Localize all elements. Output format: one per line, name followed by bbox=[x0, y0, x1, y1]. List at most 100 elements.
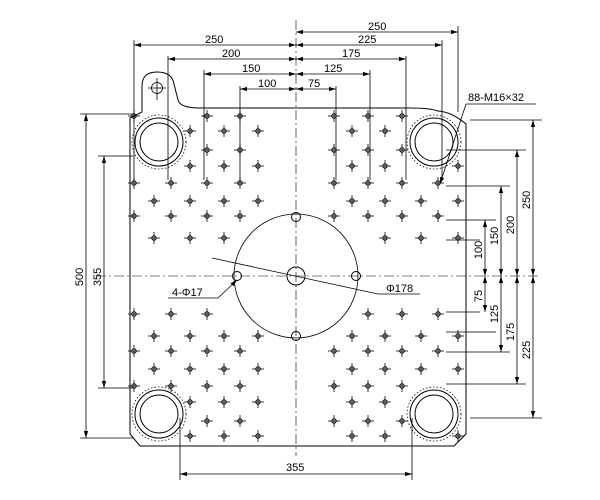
tapped-hole bbox=[415, 363, 427, 375]
tapped-hole bbox=[128, 308, 140, 320]
tapped-hole bbox=[328, 345, 340, 357]
dim-top-250-right: 250 bbox=[368, 21, 386, 33]
tapped-hole bbox=[415, 232, 427, 244]
tapped-hole bbox=[165, 177, 177, 189]
bottom-dimensions: 355 bbox=[179, 418, 413, 480]
tapped-hole bbox=[218, 160, 230, 172]
callout-center-circle-label: Φ178 bbox=[386, 283, 413, 295]
tapped-hole bbox=[396, 177, 408, 189]
tapped-hole bbox=[362, 144, 374, 156]
center-hole bbox=[286, 266, 306, 286]
tapped-hole bbox=[379, 363, 391, 375]
dim-top-200: 200 bbox=[222, 48, 240, 60]
tapped-hole bbox=[346, 363, 358, 375]
tapped-hole bbox=[452, 195, 464, 207]
tapped-hole bbox=[128, 210, 140, 222]
tapped-hole bbox=[432, 345, 444, 357]
tie-bar-hole-top-left bbox=[131, 114, 187, 170]
dim-left-500: 500 bbox=[74, 268, 86, 286]
through-hole-top bbox=[291, 212, 301, 222]
tapped-hole bbox=[379, 195, 391, 207]
tapped-hole bbox=[252, 396, 264, 408]
dim-right-250: 250 bbox=[521, 191, 533, 209]
tapped-hole bbox=[184, 430, 196, 442]
tapped-hole bbox=[362, 345, 374, 357]
tie-bar-hole-bottom-right bbox=[406, 386, 462, 442]
tapped-hole bbox=[328, 110, 340, 122]
dim-top-175: 175 bbox=[342, 48, 360, 60]
tapped-hole bbox=[201, 345, 213, 357]
tapped-hole bbox=[201, 177, 213, 189]
tapped-hole bbox=[184, 195, 196, 207]
tapped-hole bbox=[252, 195, 264, 207]
tapped-hole bbox=[148, 330, 160, 342]
callout-tapped-holes: 88-M16×32 bbox=[439, 92, 536, 185]
dim-top-250-left: 250 bbox=[205, 34, 223, 46]
tapped-hole bbox=[165, 345, 177, 357]
callout-center-circle: Φ178 bbox=[211, 257, 420, 295]
tapped-hole bbox=[201, 144, 213, 156]
tapped-hole bbox=[252, 330, 264, 342]
tapped-hole bbox=[148, 363, 160, 375]
tapped-hole bbox=[328, 144, 340, 156]
tapped-hole bbox=[328, 177, 340, 189]
tapped-hole bbox=[346, 195, 358, 207]
tapped-hole bbox=[184, 330, 196, 342]
dim-right-225: 225 bbox=[521, 341, 533, 359]
dim-bottom-355: 355 bbox=[286, 462, 304, 474]
dim-top-150: 150 bbox=[242, 63, 260, 75]
lifting-eye bbox=[148, 78, 166, 100]
tapped-hole bbox=[362, 177, 374, 189]
tapped-hole bbox=[396, 345, 408, 357]
through-hole-right bbox=[351, 271, 361, 281]
tapped-hole bbox=[396, 415, 408, 427]
tapped-hole bbox=[452, 232, 464, 244]
tapped-hole bbox=[218, 232, 230, 244]
tapped-hole bbox=[379, 430, 391, 442]
tapped-hole bbox=[252, 125, 264, 137]
tapped-hole bbox=[165, 210, 177, 222]
tapped-hole bbox=[328, 415, 340, 427]
tapped-hole bbox=[201, 210, 213, 222]
tapped-hole bbox=[328, 210, 340, 222]
tapped-hole bbox=[128, 345, 140, 357]
tapped-hole bbox=[218, 396, 230, 408]
tapped-hole bbox=[165, 308, 177, 320]
tapped-hole bbox=[362, 380, 374, 392]
dim-left-355: 355 bbox=[92, 268, 104, 286]
tapped-hole bbox=[184, 160, 196, 172]
tie-bar-hole-top-right bbox=[406, 114, 462, 170]
dim-right-100: 100 bbox=[473, 241, 485, 259]
tapped-hole bbox=[396, 380, 408, 392]
dim-right-75: 75 bbox=[473, 290, 485, 302]
dim-top-100: 100 bbox=[258, 78, 276, 90]
tapped-hole bbox=[346, 160, 358, 172]
tapped-hole bbox=[184, 363, 196, 375]
tapped-hole bbox=[396, 210, 408, 222]
tapped-hole bbox=[379, 125, 391, 137]
through-hole-bottom bbox=[291, 331, 301, 341]
tapped-hole bbox=[362, 210, 374, 222]
platen-outline bbox=[129, 71, 467, 447]
top-dimensions: 250 250 225 200 175 150 125 100 75 bbox=[133, 21, 459, 180]
tapped-hole bbox=[346, 396, 358, 408]
tapped-hole bbox=[328, 380, 340, 392]
dim-right-175: 175 bbox=[505, 323, 517, 341]
center-bolt-circle bbox=[233, 213, 359, 339]
callout-through-holes-label: 4-Φ17 bbox=[172, 287, 203, 299]
tapped-hole bbox=[234, 210, 246, 222]
tapped-hole bbox=[432, 210, 444, 222]
tapped-hole bbox=[362, 415, 374, 427]
tapped-hole bbox=[346, 430, 358, 442]
tapped-hole bbox=[165, 380, 177, 392]
dim-right-200: 200 bbox=[505, 216, 517, 234]
tapped-hole bbox=[452, 160, 464, 172]
tapped-hole bbox=[201, 110, 213, 122]
tapped-hole bbox=[218, 330, 230, 342]
tapped-hole bbox=[148, 195, 160, 207]
tapped-hole bbox=[184, 125, 196, 137]
callout-through-holes: 4-Φ17 bbox=[168, 279, 238, 299]
tapped-hole bbox=[452, 363, 464, 375]
tapped-hole bbox=[252, 363, 264, 375]
